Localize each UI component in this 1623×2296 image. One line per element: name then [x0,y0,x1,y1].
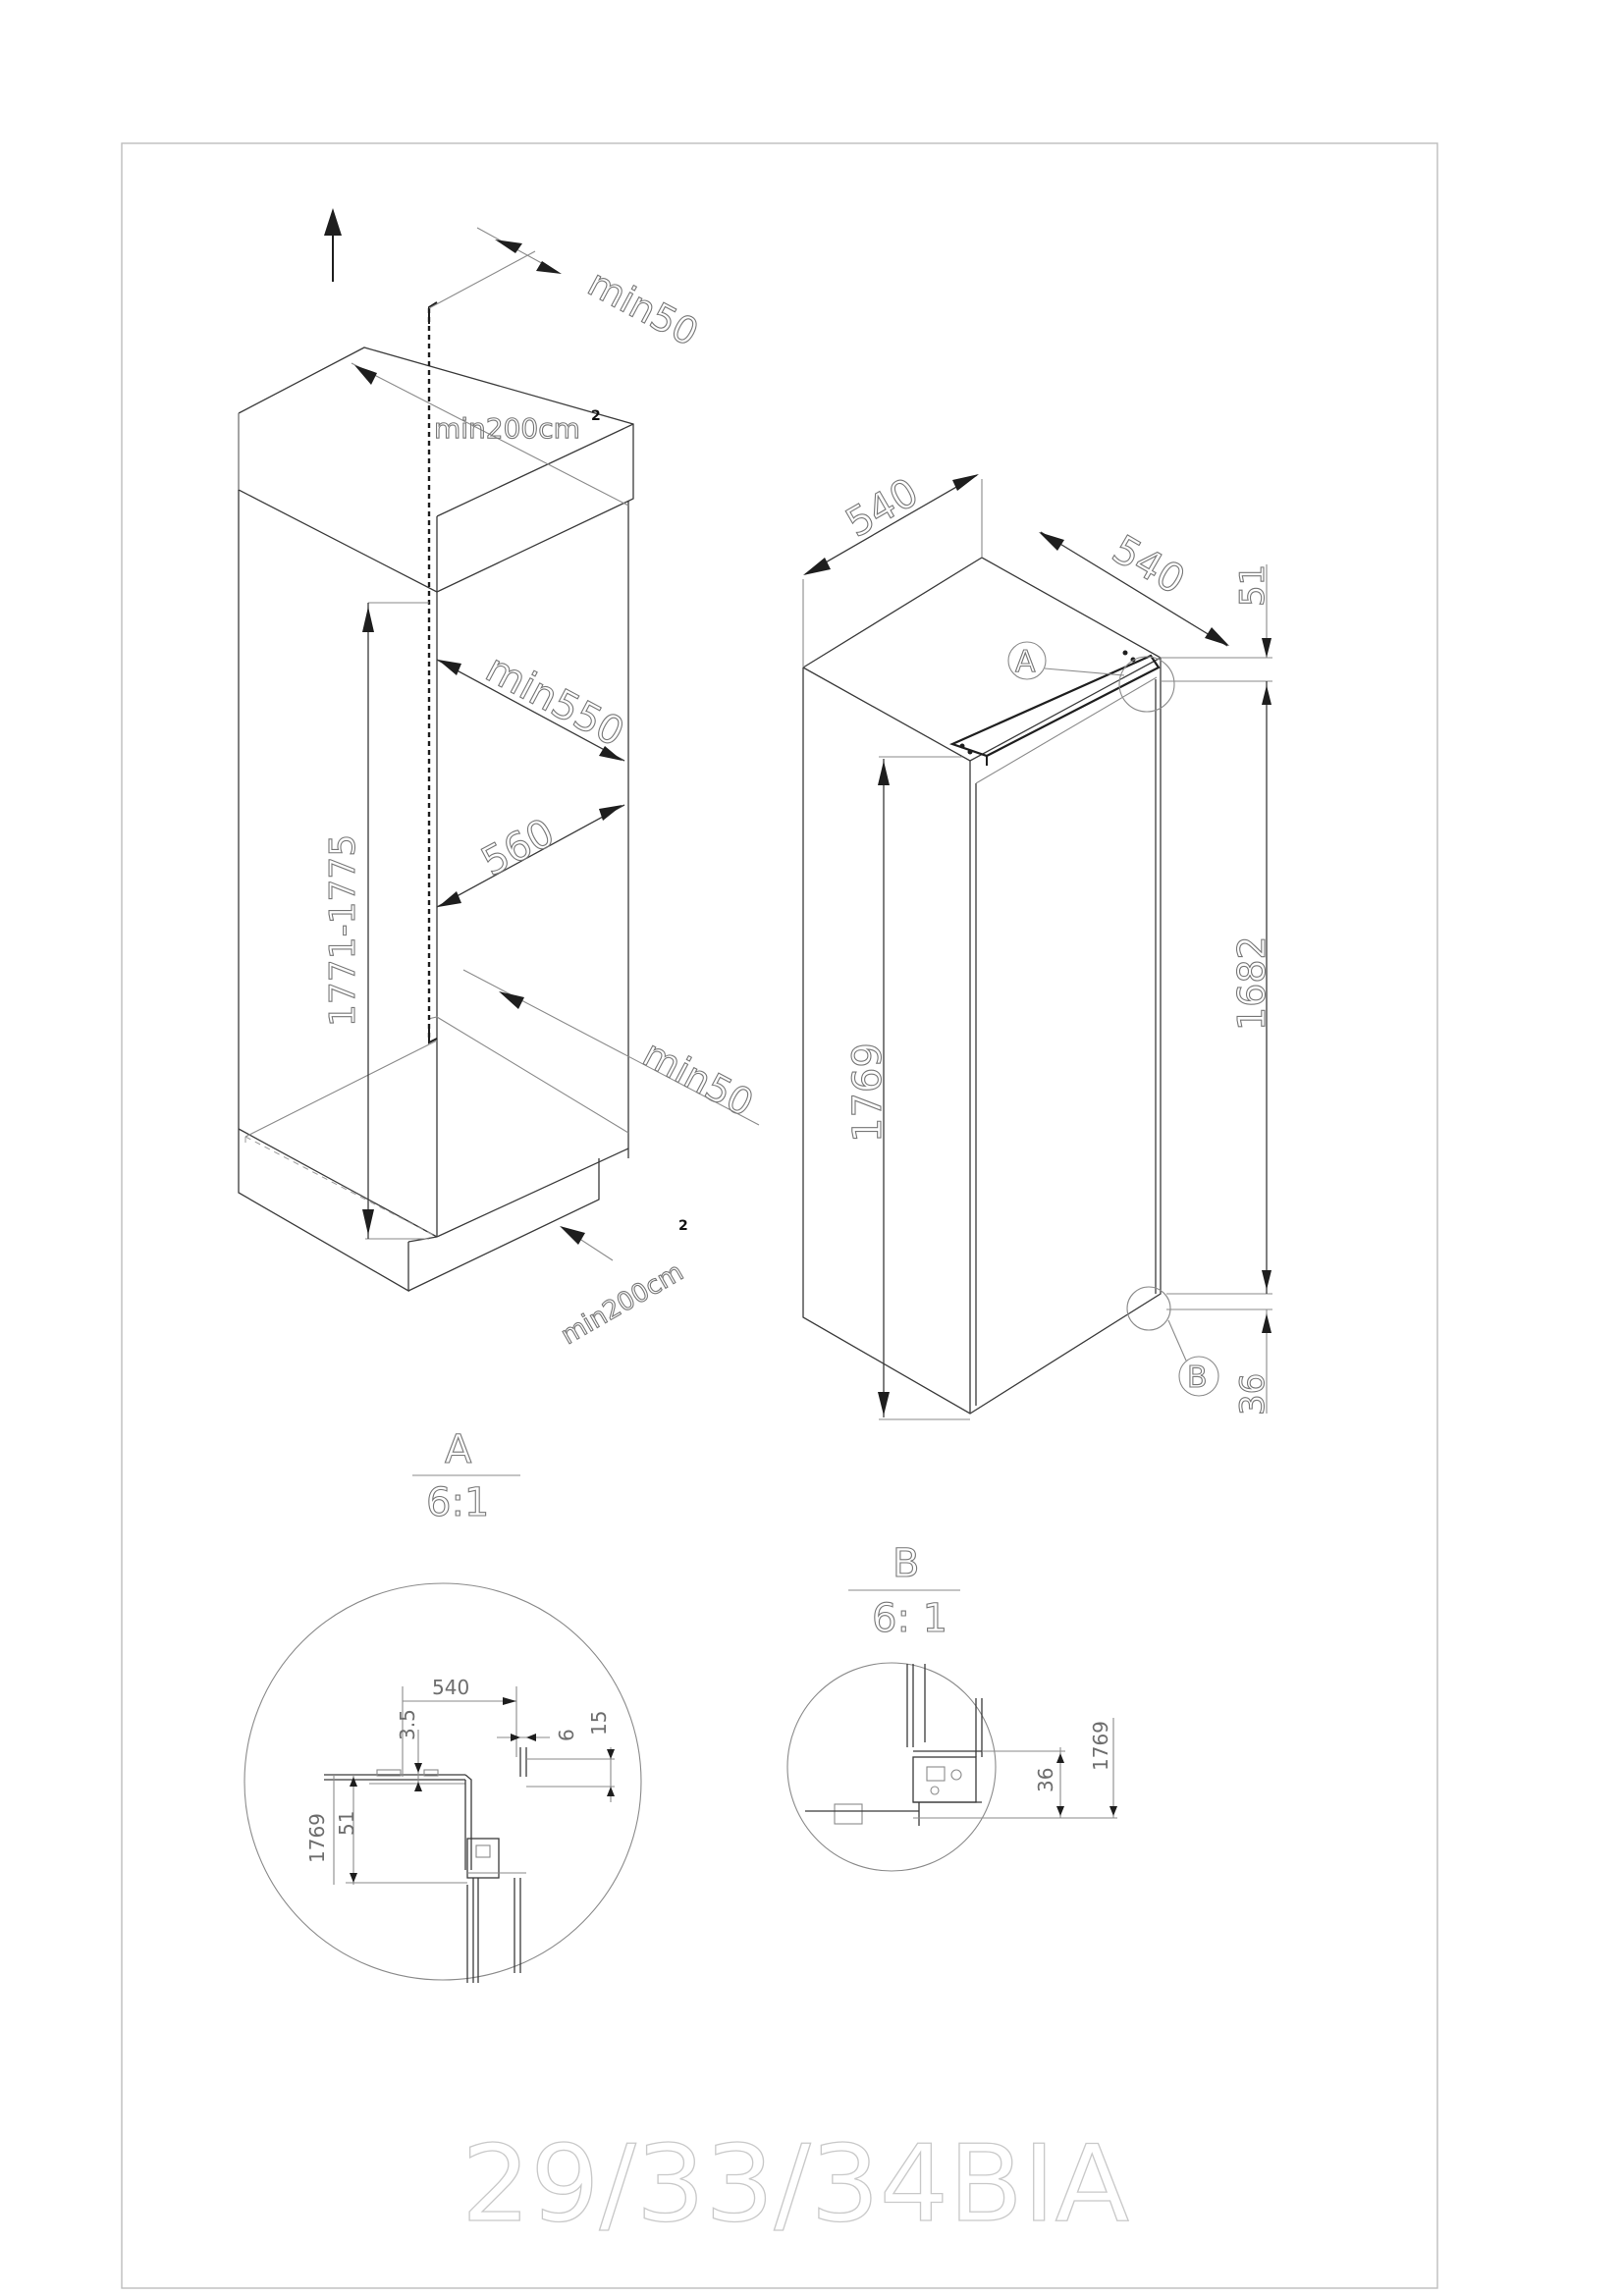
detail-a-thickness-label: 6 [555,1729,578,1741]
detail-a-gap-label: 3.5 [396,1709,419,1740]
model-title: 29/33/34BIA [461,2123,1129,2246]
detail-b-height-label: 1769 [1089,1721,1112,1771]
detail-a-scale: 6:1 [426,1480,489,1525]
niche-area-top-label: min200cm [434,412,580,445]
detail-b: B 6: 1 36 1769 [786,1540,1117,1872]
up-arrow-icon [324,208,342,282]
niche-vent-top-label: min50 [581,261,706,354]
niche-area-top-sup: 2 [591,408,601,424]
air-flow-arrow-icon [560,1226,614,1261]
detail-a-right-label: 15 [587,1711,611,1735]
appliance-width-label: 540 [839,470,926,547]
detail-a: A 6:1 [243,1426,642,1983]
detail-a-height-label: 1769 [305,1813,329,1863]
appliance-top-offset-label: 51 [1233,564,1272,607]
appliance-door-height-label: 1682 [1230,935,1273,1031]
appliance-bottom-offset-label: 36 [1233,1373,1272,1415]
detail-a-top-label: 51 [335,1811,358,1836]
detail-b-letter: B [893,1541,919,1586]
niche-depth-label: min550 [478,646,631,756]
niche-height-label: 1771-1775 [323,834,363,1027]
detail-b-bottom-label: 36 [1034,1768,1057,1792]
niche-area-bottom-sup: 2 [678,1218,688,1234]
detail-a-width-label: 540 [432,1676,469,1699]
callout-b-label: B [1187,1361,1208,1395]
niche-vent-bottom-label: min50 [636,1032,761,1125]
niche-drawing: min50 min200cm 2 min550 560 1771-1775 mi… [238,208,761,1352]
appliance-depth-label: 540 [1105,527,1192,604]
appliance-total-height-label: 1769 [845,1042,891,1143]
drawing-frame [121,142,1438,2289]
callout-a-label: A [1015,645,1036,679]
niche-width-label: 560 [474,810,562,884]
niche-area-bottom-label: min200cm [557,1257,689,1351]
detail-a-letter: A [445,1427,472,1472]
detail-b-scale: 6: 1 [872,1596,947,1641]
appliance-drawing: 540 540 51 1682 1769 36 A B [802,469,1274,1420]
